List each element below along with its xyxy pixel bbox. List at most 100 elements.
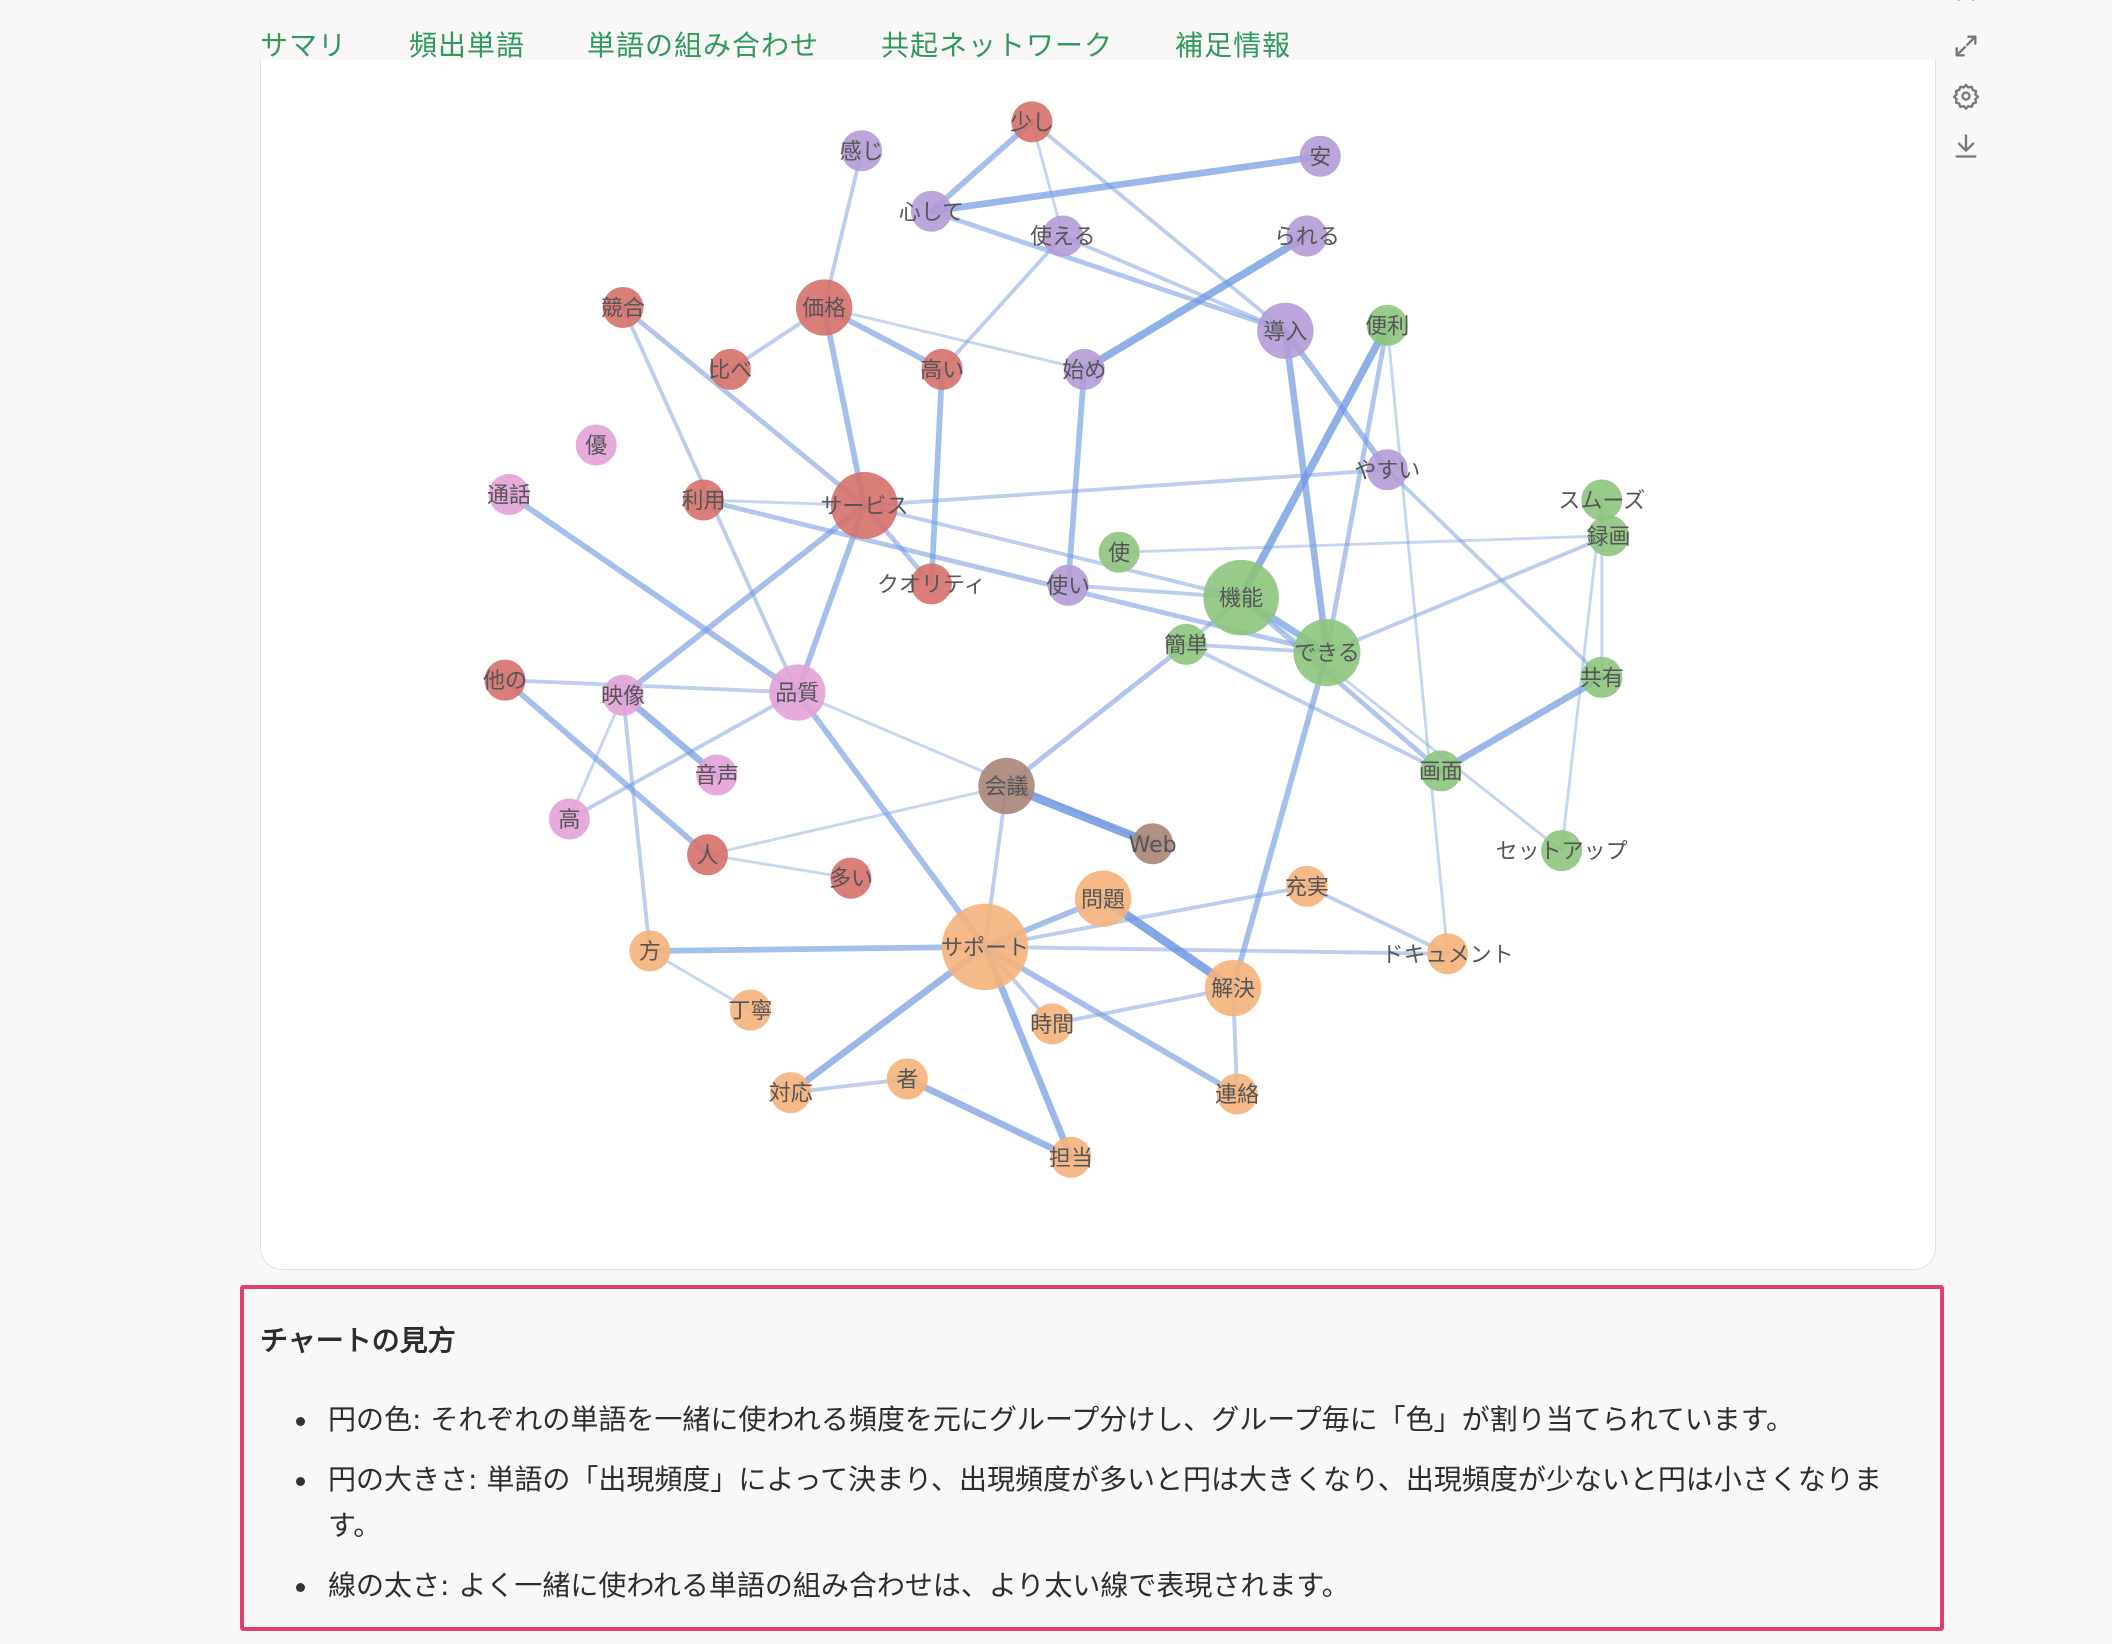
node-circle[interactable] (978, 757, 1035, 815)
node-circle[interactable] (1031, 1003, 1073, 1045)
node-circle[interactable] (484, 659, 526, 701)
co-occurrence-network[interactable]: 少し感じ安心して使えるられる価格競合導入便利比べ高い始めスムーズ優機能サービスや… (261, 60, 1937, 1270)
network-node[interactable]: 担当 (1049, 1136, 1093, 1178)
tab-word-combinations[interactable]: 単語の組み合わせ (587, 29, 820, 62)
node-circle[interactable] (910, 563, 952, 605)
node-circle[interactable] (1541, 830, 1583, 872)
node-circle[interactable] (941, 903, 1029, 991)
node-circle[interactable] (1132, 823, 1174, 865)
network-node[interactable]: 簡単 (1164, 623, 1208, 665)
node-circle[interactable] (1216, 1073, 1258, 1115)
node-circle[interactable] (1165, 623, 1207, 665)
network-node[interactable]: 画面 (1419, 750, 1463, 792)
network-node[interactable]: 問題 (1074, 870, 1132, 927)
tab-co-occurrence-network[interactable]: 共起ネットワーク (881, 29, 1114, 62)
node-circle[interactable] (1588, 515, 1630, 557)
network-node[interactable]: 対応 (769, 1072, 813, 1114)
node-circle[interactable] (1420, 750, 1462, 792)
node-circle[interactable] (575, 424, 617, 466)
network-node[interactable]: られる (1274, 215, 1340, 257)
network-node[interactable]: 充実 (1285, 865, 1329, 907)
network-node[interactable]: 比べ (708, 348, 752, 390)
expand-icon[interactable] (1948, 28, 1984, 64)
network-node[interactable]: 共有 (1580, 656, 1624, 698)
network-node[interactable]: 競合 (601, 287, 645, 328)
network-node[interactable]: 丁寧 (728, 989, 772, 1031)
node-circle[interactable] (1074, 870, 1132, 927)
node-circle[interactable] (770, 1072, 812, 1114)
node-circle[interactable] (1293, 619, 1361, 687)
node-circle[interactable] (830, 857, 872, 899)
gear-icon[interactable] (1948, 78, 1984, 114)
node-circle[interactable] (488, 474, 530, 515)
network-node[interactable]: 使 (1098, 531, 1140, 573)
node-circle[interactable] (921, 348, 963, 390)
network-node[interactable]: 使える (1030, 215, 1095, 257)
network-node[interactable]: 会議 (978, 757, 1035, 815)
node-circle[interactable] (696, 754, 738, 796)
network-node[interactable]: スムーズ (1558, 479, 1645, 521)
network-node[interactable]: Web (1129, 823, 1177, 865)
network-node[interactable]: 便利 (1365, 304, 1409, 346)
network-node[interactable]: 連絡 (1215, 1073, 1259, 1115)
network-node[interactable]: 始め (1062, 348, 1106, 390)
network-node[interactable]: 品質 (769, 664, 826, 721)
node-circle[interactable] (769, 664, 826, 721)
network-node[interactable]: できる (1293, 619, 1361, 687)
tab-supplementary-info[interactable]: 補足情報 (1175, 29, 1292, 62)
network-node[interactable]: 他の (483, 659, 527, 701)
network-node[interactable]: やすい (1354, 449, 1420, 491)
network-node[interactable]: 多い (829, 857, 873, 899)
node-circle[interactable] (1581, 479, 1623, 521)
network-node[interactable]: 方 (629, 930, 671, 972)
download-icon[interactable] (1948, 128, 1984, 164)
node-circle[interactable] (1203, 559, 1279, 636)
network-node[interactable]: 映像 (601, 674, 645, 716)
network-node[interactable]: サポート (941, 903, 1029, 991)
network-node[interactable]: 音声 (695, 754, 739, 796)
network-node[interactable]: 心して (899, 190, 964, 232)
network-node[interactable]: 少し (1010, 101, 1054, 143)
node-circle[interactable] (1286, 865, 1328, 907)
node-circle[interactable] (1042, 215, 1084, 257)
node-circle[interactable] (795, 279, 853, 336)
node-circle[interactable] (1299, 135, 1341, 177)
node-circle[interactable] (682, 479, 724, 521)
network-node[interactable]: 通話 (487, 474, 531, 515)
network-node[interactable]: 時間 (1030, 1003, 1074, 1045)
network-node[interactable]: サービス (820, 472, 908, 539)
node-circle[interactable] (886, 1058, 928, 1100)
tab-frequent-words[interactable]: 頻出単語 (409, 29, 526, 62)
node-circle[interactable] (1366, 449, 1408, 491)
node-circle[interactable] (910, 190, 952, 232)
node-circle[interactable] (1257, 302, 1314, 360)
network-node[interactable]: 高い (920, 348, 964, 390)
node-circle[interactable] (1050, 1136, 1092, 1178)
network-node[interactable]: 人 (686, 834, 728, 876)
network-node[interactable]: 価格 (795, 279, 853, 336)
node-circle[interactable] (729, 989, 771, 1031)
node-circle[interactable] (1063, 348, 1105, 390)
tab-summary[interactable]: サマリ (260, 29, 348, 62)
node-circle[interactable] (686, 834, 728, 876)
node-circle[interactable] (1098, 531, 1140, 573)
node-circle[interactable] (1427, 933, 1469, 975)
network-node[interactable]: 安 (1299, 135, 1341, 177)
network-node[interactable]: ドキュメント (1382, 933, 1514, 975)
node-circle[interactable] (1204, 959, 1262, 1017)
network-node[interactable]: セットアップ (1496, 830, 1628, 872)
network-node[interactable]: 利用 (681, 479, 725, 521)
fit-width-icon[interactable] (1948, 0, 1984, 14)
node-circle[interactable] (629, 930, 671, 972)
node-circle[interactable] (830, 472, 898, 539)
node-circle[interactable] (1286, 215, 1328, 257)
network-node[interactable]: 解決 (1204, 959, 1262, 1017)
node-circle[interactable] (1011, 101, 1053, 143)
node-circle[interactable] (1366, 304, 1408, 346)
network-node[interactable]: 録画 (1586, 515, 1631, 557)
network-node[interactable]: 機能 (1203, 559, 1279, 636)
network-node[interactable]: 者 (886, 1058, 928, 1100)
node-circle[interactable] (548, 798, 590, 840)
network-node[interactable]: 優 (575, 424, 617, 466)
network-node[interactable]: 高 (548, 798, 590, 840)
